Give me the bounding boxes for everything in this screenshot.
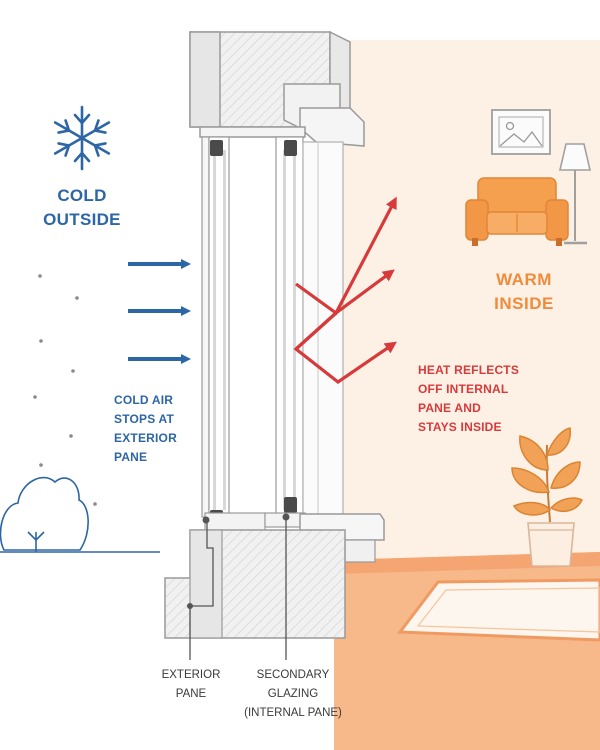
- warm-inside-label: WARM INSIDE: [484, 268, 564, 316]
- room-wall: [334, 40, 600, 560]
- exterior-caption-line-2: PANE: [175, 688, 207, 700]
- cold-air-line-1: COLD AIR: [114, 393, 174, 407]
- secondary-caption-line-3: (INTERNAL PANE): [244, 707, 342, 719]
- cold-label-line-1: COLD: [57, 186, 107, 205]
- heat-arrow-3: [293, 311, 397, 384]
- heat-line-1: HEAT REFLECTS: [418, 363, 520, 377]
- cold-air-note: COLD AIR STOPS AT EXTERIOR PANE: [114, 391, 204, 467]
- cold-air-line-3: EXTERIOR: [114, 431, 177, 445]
- heat-line-4: STAYS INSIDE: [418, 420, 502, 434]
- floor-lamp-icon: [558, 143, 592, 245]
- snow-dots: [33, 274, 97, 506]
- bush-icon: [0, 476, 89, 551]
- exterior-caption-line-1: EXTERIOR: [161, 669, 221, 681]
- cold-label-line-2: OUTSIDE: [43, 210, 121, 229]
- heat-reflection-note: HEAT REFLECTS OFF INTERNAL PANE AND STAY…: [418, 361, 538, 437]
- secondary-caption-line-2: GLAZING: [267, 688, 319, 700]
- heat-line-3: PANE AND: [418, 401, 481, 415]
- warm-label-line-2: INSIDE: [494, 294, 554, 313]
- leader-lines: [187, 517, 287, 660]
- outdoor-scene: [0, 274, 160, 553]
- heat-reflection-arrows: [293, 196, 397, 384]
- exterior-pane-top-seal: [210, 140, 223, 156]
- snowflake-icon: [53, 105, 111, 171]
- cold-outside-label: COLD OUTSIDE: [34, 184, 130, 232]
- internal-pane-top-seal: [284, 140, 297, 156]
- secondary-caption-line-1: SECONDARY: [256, 669, 330, 681]
- cold-air-line-2: STOPS AT: [114, 412, 175, 426]
- rug-icon: [397, 578, 600, 642]
- cold-air-line-4: PANE: [114, 450, 148, 464]
- internal-pane-bottom-seal: [284, 497, 297, 513]
- heat-line-2: OFF INTERNAL: [418, 382, 509, 396]
- warm-label-line-1: WARM: [496, 270, 552, 289]
- armchair-icon: [465, 177, 569, 246]
- exterior-pane-leader: [189, 522, 214, 660]
- exterior-pane-caption: EXTERIOR PANE: [146, 666, 236, 704]
- cold-air-arrows: [128, 259, 191, 364]
- window-frame-structure: [164, 30, 385, 639]
- secondary-glazing-caption: SECONDARY GLAZING (INTERNAL PANE): [232, 666, 354, 723]
- potted-plant-icon: [511, 427, 584, 567]
- picture-frame-icon: [491, 109, 551, 155]
